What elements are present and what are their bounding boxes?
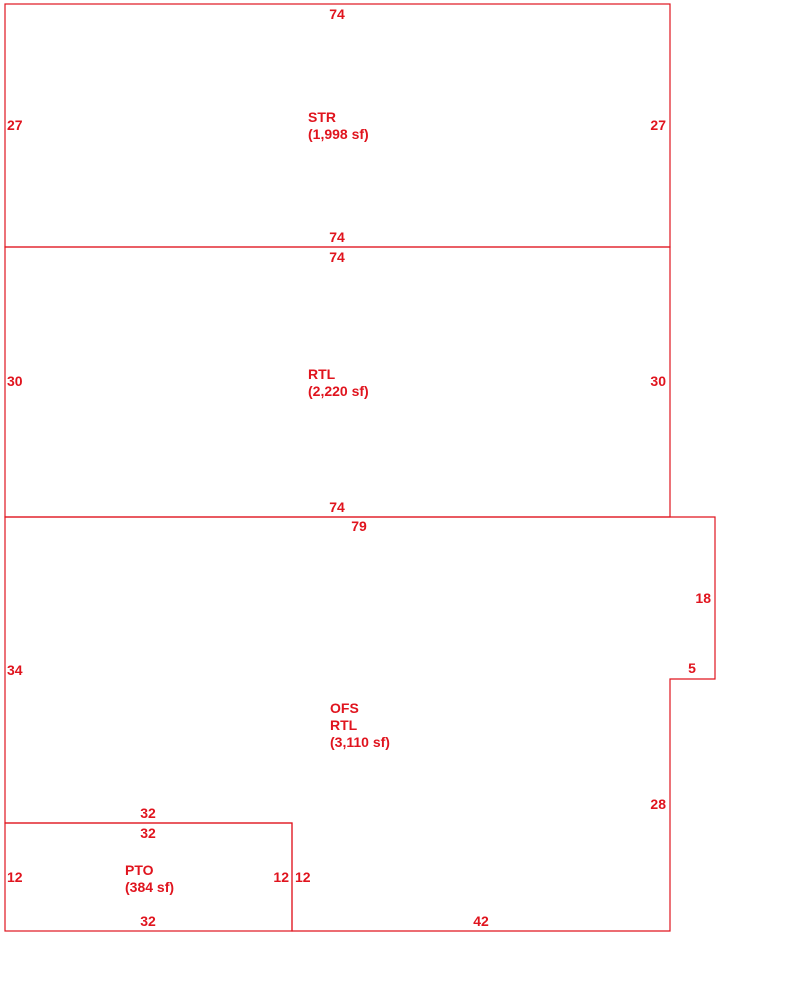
rtl-area-code: RTL xyxy=(308,366,336,382)
rtl-dim-left: 30 xyxy=(7,373,23,389)
ofs-dim-left: 34 xyxy=(7,662,23,678)
pto-dim-left: 12 xyxy=(7,869,23,885)
ofs-area-code-line1: OFS xyxy=(330,700,359,716)
pto-area-size: (384 sf) xyxy=(125,879,174,895)
ofs-dim-right-upper: 18 xyxy=(695,590,711,606)
str-area-code: STR xyxy=(308,109,336,125)
ofs-dim-inner-top: 32 xyxy=(140,805,156,821)
ofs-dim-top: 79 xyxy=(351,518,367,534)
rtl-dim-right: 30 xyxy=(650,373,666,389)
pto-dim-right: 12 xyxy=(273,869,289,885)
str-area-size: (1,998 sf) xyxy=(308,126,369,142)
str-dim-left: 27 xyxy=(7,117,23,133)
ofs-area-code-line2: RTL xyxy=(330,717,358,733)
pto-dim-top: 32 xyxy=(140,825,156,841)
pto-dim-bottom: 32 xyxy=(140,913,156,929)
ofs-dim-inner-right: 12 xyxy=(295,869,311,885)
ofs-dim-notch: 5 xyxy=(688,660,696,676)
ofs-area-size: (3,110 sf) xyxy=(330,734,390,750)
rtl-dim-bottom: 74 xyxy=(329,499,345,515)
rtl-area-outline xyxy=(4,246,671,518)
ofs-area-outline xyxy=(4,516,716,932)
ofs-dim-right-lower: 28 xyxy=(650,796,666,812)
str-dim-bottom: 74 xyxy=(329,229,345,245)
str-dim-right: 27 xyxy=(650,117,666,133)
pto-area-outline xyxy=(4,822,293,932)
rtl-area-size: (2,220 sf) xyxy=(308,383,369,399)
str-dim-top: 74 xyxy=(329,6,345,22)
pto-area-code: PTO xyxy=(125,862,154,878)
rtl-dim-top: 74 xyxy=(329,249,345,265)
ofs-dim-bottom: 42 xyxy=(473,913,489,929)
